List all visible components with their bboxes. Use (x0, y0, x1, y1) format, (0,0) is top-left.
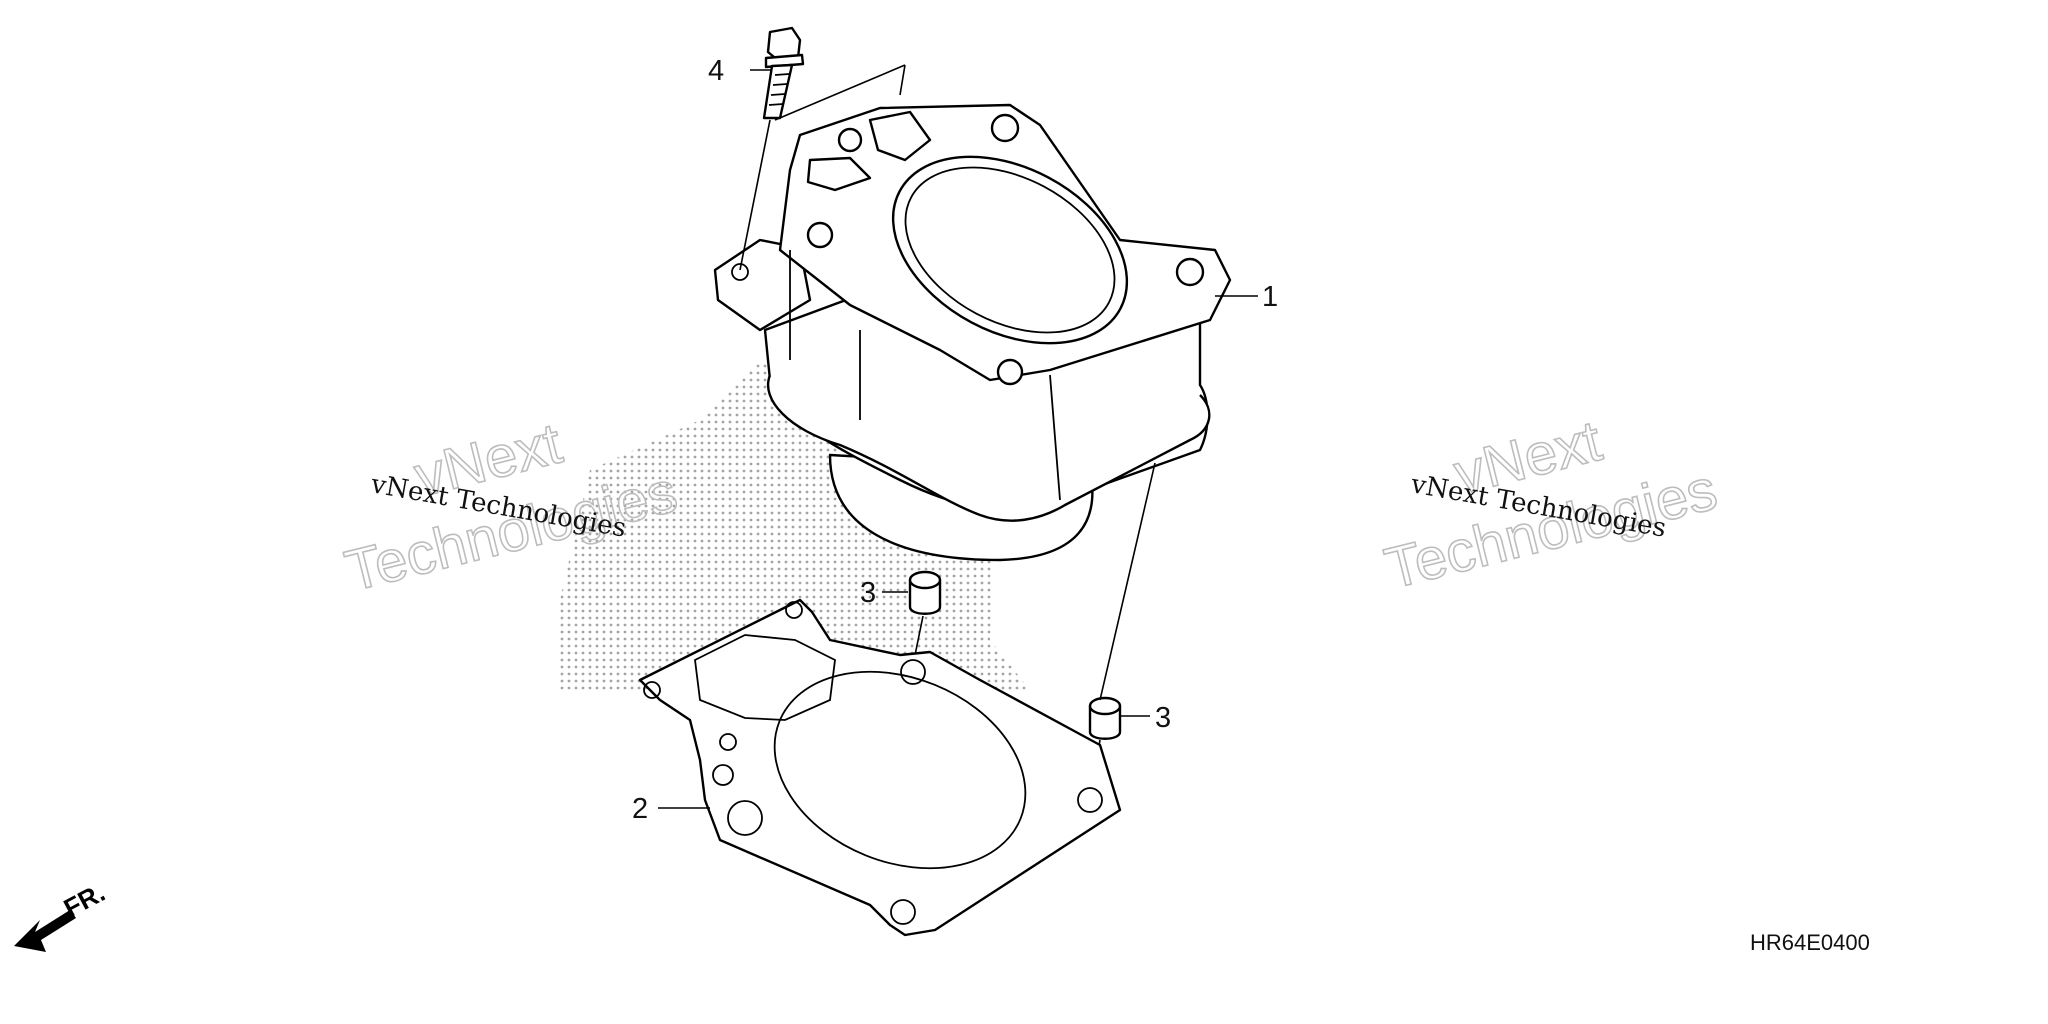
diagram-code: HR64E0400 (1750, 930, 1870, 955)
cylinder-part[interactable] (713, 103, 1232, 562)
bolt-part[interactable] (762, 26, 805, 120)
front-direction-arrow: FR. (14, 877, 110, 952)
callout-2: 2 (632, 793, 648, 825)
callout-4: 4 (708, 55, 724, 87)
callout-1: 1 (1262, 281, 1278, 313)
callout-3-upper: 3 (860, 577, 876, 609)
dowel-upper-part[interactable] (908, 570, 942, 615)
callout-3-lower: 3 (1155, 702, 1171, 734)
dowel-lower-part[interactable] (1088, 696, 1122, 740)
gasket-part[interactable] (638, 598, 1122, 937)
